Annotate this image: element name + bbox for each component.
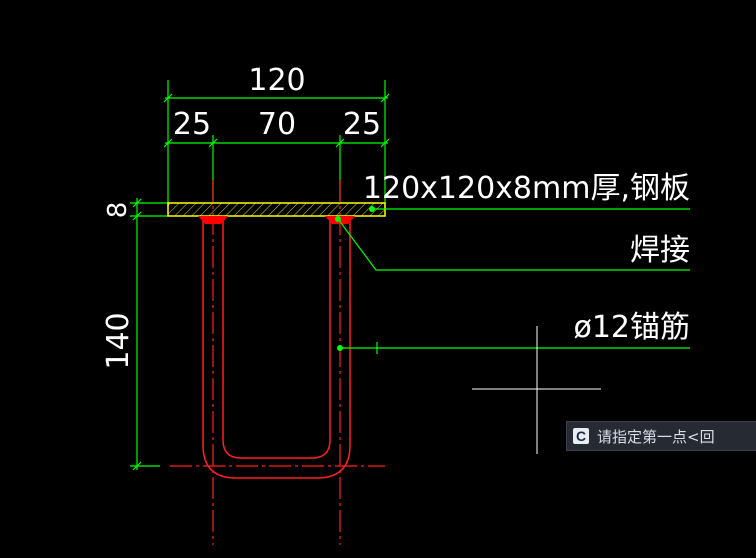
anchor-bar-outer (202, 216, 351, 479)
command-prompt-text: 请指定第一点<回 (597, 427, 715, 446)
leader-weld (337, 218, 690, 271)
crosshair-cursor (472, 326, 601, 454)
steel-plate (167, 202, 386, 217)
dim-tick (132, 198, 142, 208)
dim-text-plate-thickness: 8 (103, 202, 133, 219)
dim-text-left-edge: 25 (173, 107, 211, 142)
weld-left (198, 216, 228, 224)
command-prompt-tooltip: C 请指定第一点<回 (566, 421, 756, 451)
dim-text-overall: 120 (248, 63, 305, 98)
command-icon: C (573, 428, 589, 444)
label-weld: 焊接 (630, 233, 690, 268)
label-anchor-bar: ø12锚筋 (573, 310, 690, 345)
dim-tick (208, 138, 218, 148)
leader-dot-weld (335, 216, 341, 222)
dim-text-anchor-depth: 140 (101, 312, 136, 369)
centerlines (170, 180, 385, 545)
leaders (337, 208, 690, 354)
dim-tick (132, 461, 142, 471)
leader-dot-anchor (337, 345, 343, 351)
dim-tick (380, 93, 390, 103)
dim-tick (380, 138, 390, 148)
dim-tick (335, 138, 345, 148)
dim-tick (163, 93, 173, 103)
leader-dot-plate (369, 206, 375, 212)
dim-text-center: 70 (258, 107, 296, 142)
left-dimensions (130, 198, 168, 471)
anchor-bar-inner (222, 216, 331, 459)
dim-tick (132, 211, 142, 221)
dim-text-right-edge: 25 (343, 107, 381, 142)
top-dimensions (163, 80, 390, 210)
dim-tick (163, 138, 173, 148)
label-steel-plate: 120x120x8mm厚,钢板 (363, 171, 690, 206)
anchor-bar (202, 216, 351, 479)
